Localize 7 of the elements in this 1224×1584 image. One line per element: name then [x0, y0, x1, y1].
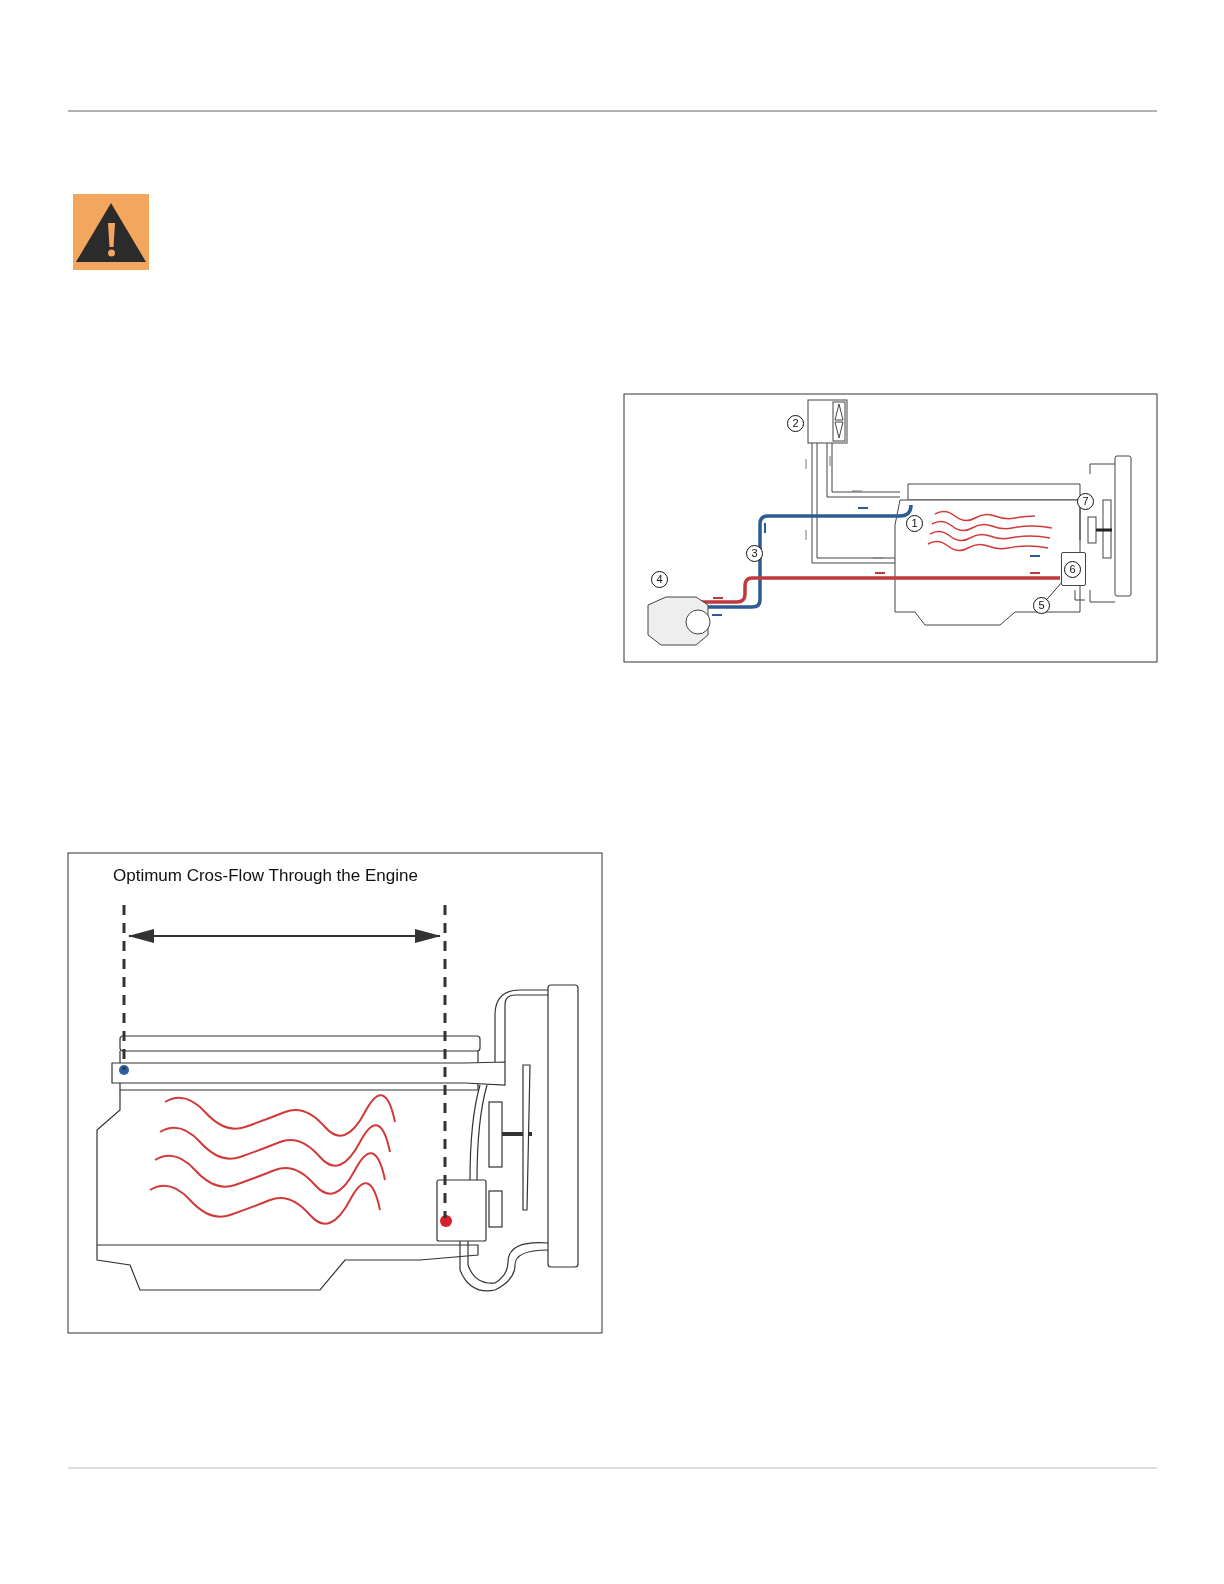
leader-line	[1046, 582, 1062, 600]
callout-number: 3	[746, 545, 763, 562]
callout-number: 6	[1064, 561, 1081, 578]
valve-housing	[1061, 552, 1086, 586]
callout-number: 2	[787, 415, 804, 432]
figure-caption: Optimum Cros-Flow Through the Engine	[113, 866, 418, 886]
callout-number: 4	[651, 571, 668, 588]
